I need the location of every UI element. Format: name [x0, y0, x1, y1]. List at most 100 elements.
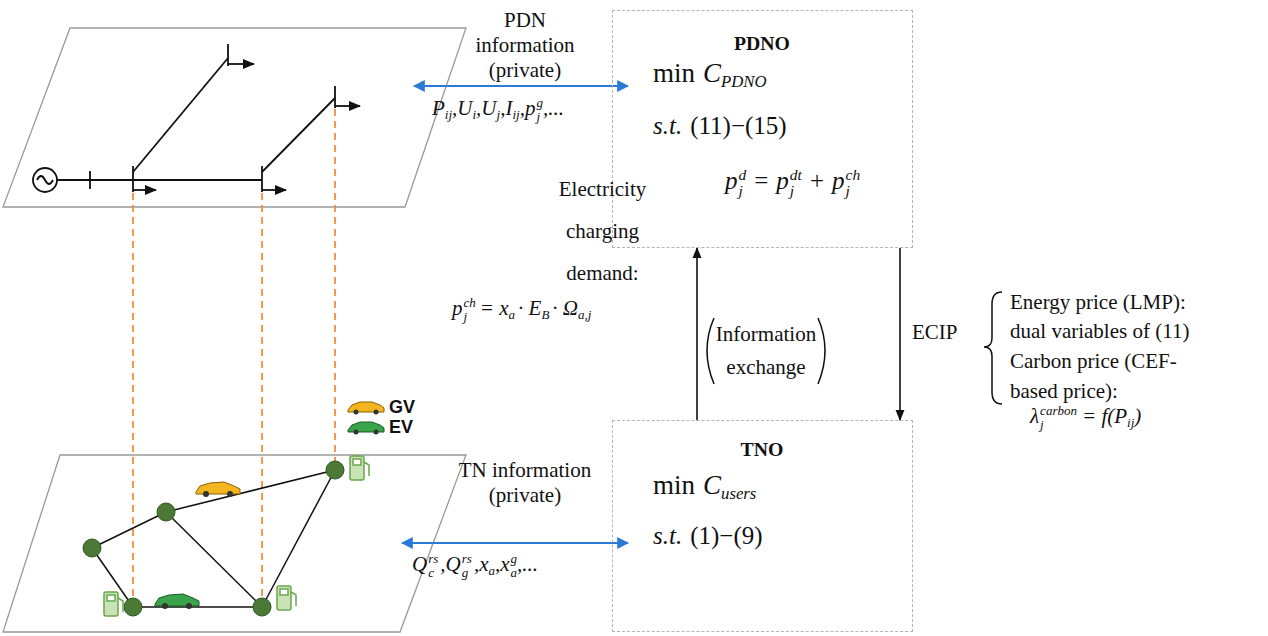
- math-text: s.t.: [653, 112, 682, 139]
- math-text: C: [703, 470, 721, 500]
- legend-label: EV: [389, 417, 413, 437]
- math-text: ,x: [495, 552, 510, 576]
- subscript: j: [464, 310, 476, 324]
- variable-list: Qrsc,Qrsg,xa,xga,...: [412, 552, 538, 580]
- math-text: p: [452, 296, 463, 320]
- index-pair: rsg: [462, 552, 472, 579]
- price-label-box: Energy price (LMP):: [1010, 288, 1186, 316]
- exchange-label-box: Information exchange: [714, 318, 818, 384]
- math-text: λ: [1030, 404, 1039, 428]
- edge-label-box: ECIP: [910, 318, 960, 346]
- connector: [696, 248, 698, 420]
- subscript: j: [497, 107, 501, 122]
- subscript: j: [536, 110, 543, 124]
- subscript: a: [509, 307, 516, 322]
- subscript: j: [1040, 418, 1077, 432]
- carbon-equation: λcarbonj= f(Pij): [1030, 404, 1141, 432]
- superscript: d: [739, 167, 747, 183]
- index-pair: chj: [846, 167, 861, 200]
- index-pair: dtj: [790, 167, 802, 200]
- price-label-box: dual variables of (11): [1010, 317, 1189, 345]
- math-text: ): [1134, 404, 1141, 428]
- math-text: ,...: [543, 96, 564, 120]
- info-arrow: [414, 85, 628, 87]
- superscript: dt: [790, 167, 802, 183]
- subscript: j: [846, 183, 861, 199]
- index-pair: rsc: [428, 552, 438, 579]
- subscript: i: [472, 107, 476, 122]
- index-pair: gj: [536, 96, 543, 123]
- math-text: +: [810, 167, 824, 194]
- subscript: a,j: [578, 307, 591, 322]
- constraints: s.t. (1)−(9): [653, 521, 763, 551]
- math-text: ,x: [474, 552, 489, 576]
- math-text: ,p: [520, 96, 536, 120]
- objective: min Cusers: [653, 469, 756, 504]
- objective: minCPDNO: [653, 57, 767, 92]
- math-text: ,U: [452, 96, 472, 120]
- price-label: Energy price (LMP):: [1010, 290, 1186, 314]
- box-title: PDNO: [734, 32, 790, 54]
- edge-label: ECIP: [912, 320, 958, 344]
- math-text: ,I: [500, 96, 512, 120]
- road-network: [92, 470, 335, 607]
- math-text: ,U: [476, 96, 496, 120]
- superscript: ch: [846, 167, 861, 183]
- constraints: s.t. (11)−(15): [653, 111, 787, 141]
- index-pair: carbonj: [1040, 404, 1077, 431]
- superscript: ch: [464, 296, 476, 310]
- math-text: Q: [412, 552, 427, 576]
- subscript: users: [721, 484, 756, 503]
- operator-box: TNO min Cusers s.t. (1)−(9): [612, 420, 913, 632]
- info-label-box: TN information (private): [455, 458, 595, 508]
- subscript: a: [511, 566, 518, 580]
- math-text: p: [725, 167, 738, 194]
- demand-equation: pchj= xa· EB· Ωa,j: [452, 296, 591, 324]
- info-label: PDN information (private): [475, 8, 574, 82]
- math-text: (1)−(9): [690, 522, 762, 549]
- superscript: rs: [462, 552, 472, 566]
- math-text: min: [653, 58, 695, 88]
- demand-label: Electricity charging demand:: [559, 177, 646, 285]
- subscript: c: [428, 566, 438, 580]
- info-label: TN information (private): [459, 458, 591, 507]
- box-title: TNO: [741, 438, 784, 460]
- subscript: B: [541, 307, 549, 322]
- index-pair: chj: [464, 296, 476, 323]
- math-text: · Ω: [552, 296, 578, 320]
- subscript: ij: [445, 107, 452, 122]
- math-text: min: [653, 470, 695, 500]
- math-text: ,...: [517, 552, 538, 576]
- superscript: rs: [428, 552, 438, 566]
- legend-label-box: GV: [389, 397, 415, 417]
- math-text: · E: [518, 296, 541, 320]
- math-text: C: [703, 58, 721, 88]
- math-text: ,Q: [440, 552, 460, 576]
- math-text: p: [832, 167, 845, 194]
- operator-box: PDNOminCPDNOs.t.(11)−(15)pdj=pdtj+pchj: [612, 10, 913, 248]
- math-text: s.t.: [653, 522, 682, 549]
- parenthesis: [707, 318, 714, 384]
- index-pair: dj: [739, 167, 747, 200]
- superscript: g: [536, 96, 543, 110]
- parenthesis: [818, 318, 825, 384]
- index-pair: ga: [511, 552, 518, 579]
- superscript: g: [511, 552, 518, 566]
- charging-stations: [104, 456, 369, 616]
- math-text: =: [754, 167, 768, 194]
- math-text: p: [776, 167, 789, 194]
- box-title-box: PDNO: [613, 29, 911, 57]
- math-text: (11)−(15): [690, 112, 786, 139]
- price-label: dual variables of (11): [1010, 319, 1189, 343]
- subscript: j: [739, 183, 747, 199]
- road-nodes: [83, 461, 344, 616]
- superscript: carbon: [1040, 404, 1077, 418]
- pdn-plane: [3, 28, 466, 207]
- exchange-label: Information exchange: [716, 322, 816, 379]
- connector: [899, 248, 901, 420]
- brace: [984, 292, 1002, 404]
- subscript: a: [488, 563, 495, 578]
- legend-label-box: EV: [389, 417, 413, 437]
